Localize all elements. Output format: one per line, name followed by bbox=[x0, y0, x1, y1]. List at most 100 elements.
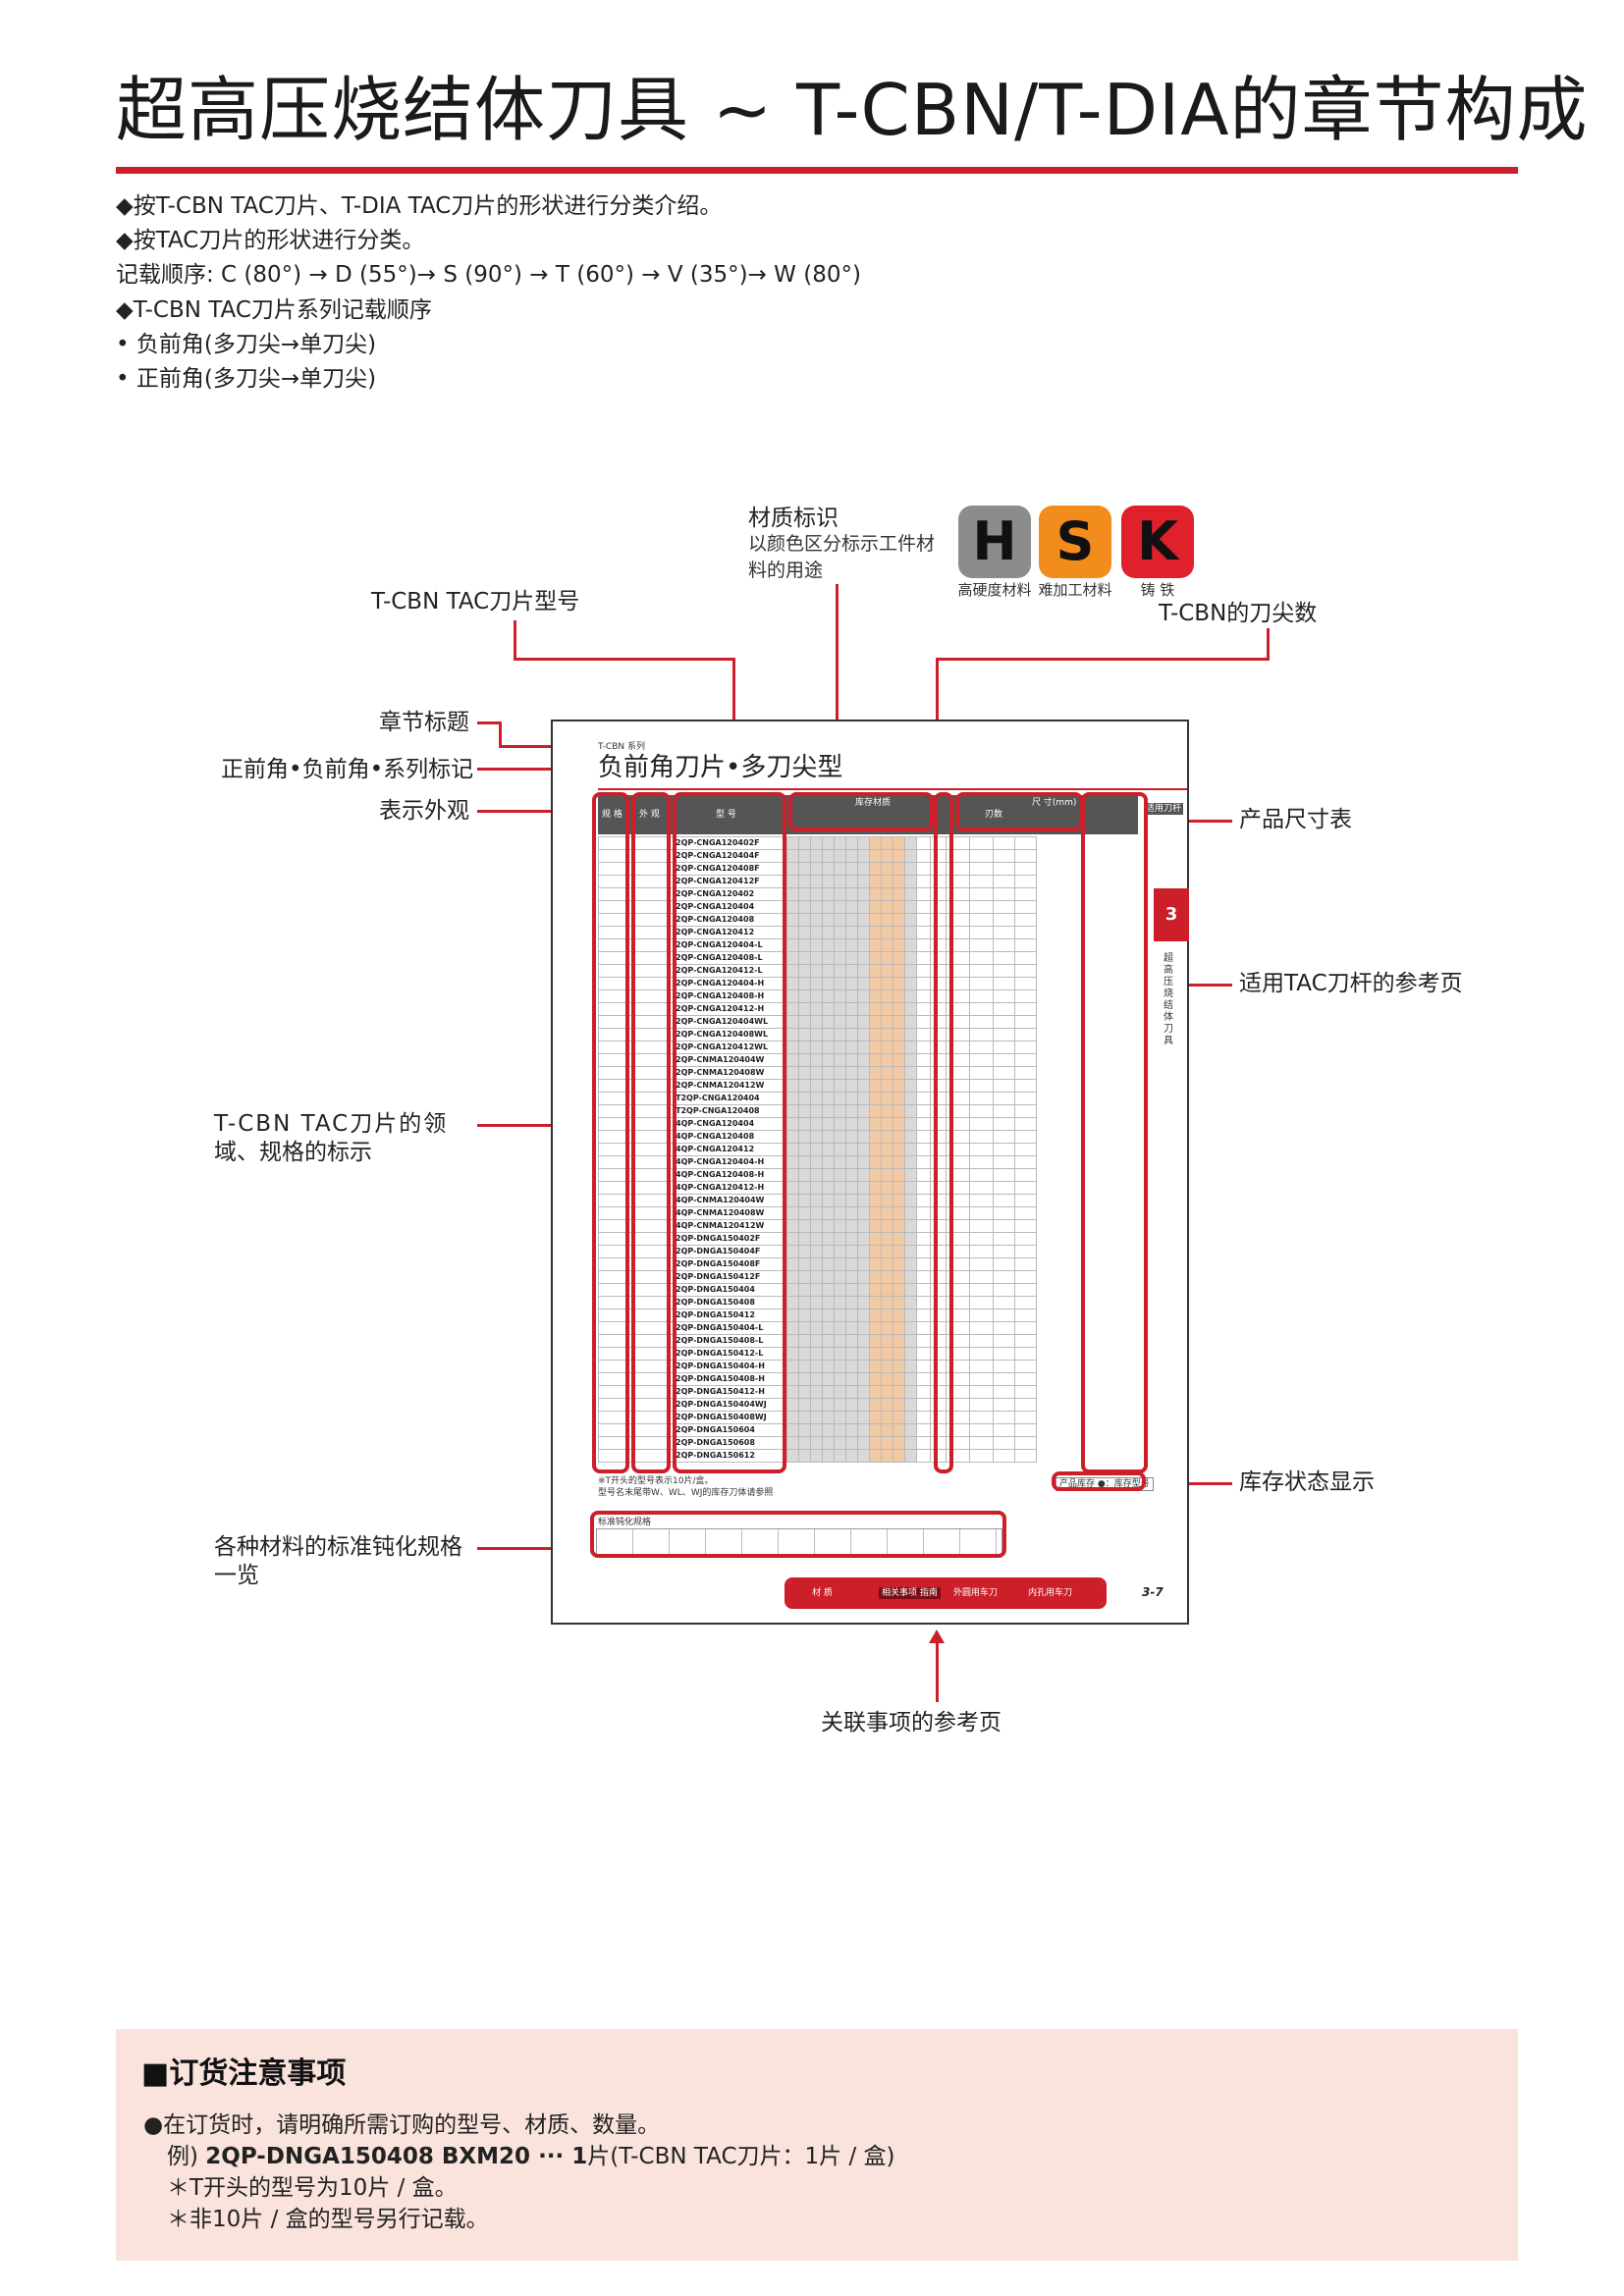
sample-stock-cell bbox=[845, 1296, 858, 1309]
sample-stock-cell bbox=[904, 1079, 917, 1093]
sample-dim-cell bbox=[1014, 977, 1037, 990]
sample-dim-cell bbox=[969, 1283, 994, 1297]
sample-stock-cell bbox=[798, 1423, 811, 1437]
sample-dim-cell bbox=[993, 1308, 1015, 1322]
sample-dim-cell bbox=[993, 1066, 1015, 1080]
sample-stock-cell bbox=[881, 913, 893, 927]
sample-stock-cell bbox=[845, 1143, 858, 1156]
sample-stock-cell bbox=[834, 1296, 846, 1309]
sample-nav-material[interactable]: 材 质 bbox=[812, 1588, 833, 1598]
intro-line-5: • 负前角(多刀尖→单刀尖) bbox=[116, 332, 377, 357]
sample-stock-cell bbox=[893, 938, 905, 952]
sample-stock-cell bbox=[857, 1423, 870, 1437]
sample-stock-cell bbox=[798, 1385, 811, 1399]
callout-tip-count: T-CBN的刀尖数 bbox=[1159, 601, 1318, 626]
sample-stock-cell bbox=[834, 862, 846, 876]
leader-rake bbox=[477, 768, 575, 771]
sample-dim-cell bbox=[916, 1219, 931, 1233]
sample-dim-cell bbox=[969, 1321, 994, 1335]
hl-model-column bbox=[673, 792, 786, 1473]
sample-stock-cell bbox=[857, 1053, 870, 1067]
sample-dim-cell bbox=[1014, 1053, 1037, 1067]
sample-stock-cell bbox=[869, 1015, 882, 1029]
sample-stock-cell bbox=[845, 964, 858, 978]
sample-stock-cell bbox=[822, 849, 835, 863]
sample-dim-cell bbox=[969, 1194, 994, 1207]
sample-stock-cell bbox=[904, 951, 917, 965]
sample-stock-cell bbox=[834, 1206, 846, 1220]
sample-stock-cell bbox=[810, 1143, 823, 1156]
sample-dim-cell bbox=[1014, 1028, 1037, 1041]
sample-stock-cell bbox=[857, 1181, 870, 1195]
sample-stock-cell bbox=[869, 938, 882, 952]
sample-stock-cell bbox=[845, 1219, 858, 1233]
sample-stock-cell bbox=[893, 1360, 905, 1373]
sample-stock-cell bbox=[834, 1194, 846, 1207]
material-id-desc-1: 以颜色区分标示工件材 bbox=[748, 533, 936, 555]
sample-stock-cell bbox=[834, 1436, 846, 1450]
sample-model-row: 2QP-CNGA120404 bbox=[598, 900, 1037, 914]
sample-stock-cell bbox=[798, 1092, 811, 1105]
order-line-3: ＊T开头的型号为10片 / 盒。 bbox=[167, 2175, 458, 2201]
sample-stock-cell bbox=[845, 849, 858, 863]
sample-dim-cell bbox=[1014, 1385, 1037, 1399]
sample-stock-cell bbox=[857, 1117, 870, 1131]
sample-stock-cell bbox=[869, 1283, 882, 1297]
sample-stock-cell bbox=[893, 1219, 905, 1233]
sample-nav-inner[interactable]: 内孔用车刀 bbox=[1028, 1588, 1073, 1598]
sample-stock-cell bbox=[845, 1411, 858, 1424]
sample-stock-cell bbox=[822, 1143, 835, 1156]
leader-tip-b bbox=[936, 658, 1270, 661]
sample-stock-cell bbox=[893, 1411, 905, 1424]
sample-stock-cell bbox=[786, 1360, 799, 1373]
sample-stock-cell bbox=[869, 1245, 882, 1258]
sample-stock-cell bbox=[786, 926, 799, 939]
sample-dim-cell bbox=[916, 1028, 931, 1041]
sample-dim-cell bbox=[1014, 926, 1037, 939]
sample-stock-cell bbox=[881, 1321, 893, 1335]
intro-line-4: ◆T-CBN TAC刀片系列记载顺序 bbox=[116, 297, 432, 323]
sample-dim-cell bbox=[993, 1283, 1015, 1297]
sample-stock-cell bbox=[845, 1334, 858, 1348]
sample-dim-cell bbox=[916, 938, 931, 952]
sample-stock-cell bbox=[893, 926, 905, 939]
sample-stock-cell bbox=[857, 1066, 870, 1080]
sample-stock-cell bbox=[798, 1041, 811, 1054]
order-line-1: ●在订货时，请明确所需订购的型号、材质、数量。 bbox=[143, 2112, 661, 2138]
sample-stock-cell bbox=[845, 1104, 858, 1118]
sample-stock-cell bbox=[798, 964, 811, 978]
sample-stock-cell bbox=[904, 1385, 917, 1399]
sample-stock-cell bbox=[857, 1143, 870, 1156]
sample-stock-cell bbox=[845, 1002, 858, 1016]
sample-stock-cell bbox=[810, 1283, 823, 1297]
sample-stock-cell bbox=[881, 938, 893, 952]
sample-stock-cell bbox=[881, 1411, 893, 1424]
sample-dim-cell bbox=[969, 862, 994, 876]
sample-stock-cell bbox=[810, 1219, 823, 1233]
sample-stock-cell bbox=[893, 1028, 905, 1041]
sample-nav-outer[interactable]: 外圆用车刀 bbox=[953, 1588, 999, 1598]
sample-stock-cell bbox=[786, 1449, 799, 1463]
sample-stock-cell bbox=[798, 913, 811, 927]
sample-dim-cell bbox=[916, 875, 931, 888]
sample-stock-cell bbox=[904, 1206, 917, 1220]
sample-dim-cell bbox=[993, 1398, 1015, 1412]
sample-stock-cell bbox=[786, 989, 799, 1003]
sample-dim-cell bbox=[916, 900, 931, 914]
sample-series-label: T-CBN 系列 bbox=[598, 742, 645, 752]
sample-nav-related[interactable]: 相关事项 指南 bbox=[879, 1587, 941, 1599]
sample-dim-cell bbox=[969, 1398, 994, 1412]
sample-stock-cell bbox=[893, 1041, 905, 1054]
sample-stock-cell bbox=[904, 1436, 917, 1450]
sample-model-row: 4QP-CNGA120404-H bbox=[598, 1155, 1037, 1169]
sample-dim-cell bbox=[916, 1181, 931, 1195]
sample-stock-cell bbox=[834, 1334, 846, 1348]
sample-stock-cell bbox=[834, 977, 846, 990]
sample-stock-cell bbox=[845, 913, 858, 927]
sample-stock-cell bbox=[857, 1245, 870, 1258]
sample-dim-cell bbox=[1014, 1015, 1037, 1029]
sample-stock-cell bbox=[810, 1041, 823, 1054]
hl-honing-table bbox=[590, 1511, 1006, 1558]
sample-stock-cell bbox=[798, 1257, 811, 1271]
sample-nav-bar: 材 质 相关事项 指南 外圆用车刀 内孔用车刀 bbox=[788, 1581, 1103, 1605]
